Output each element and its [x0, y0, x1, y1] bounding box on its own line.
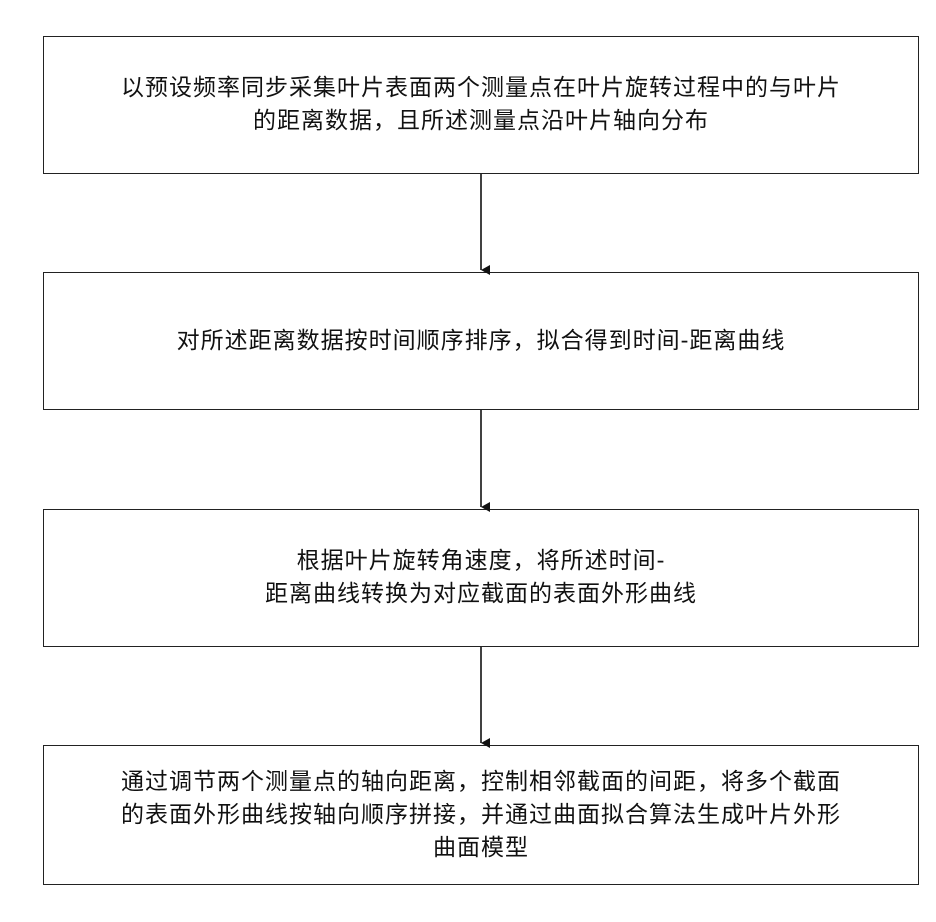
flow-step-1: 以预设频率同步采集叶片表面两个测量点在叶片旋转过程中的与叶片 的距离数据，且所述…	[43, 36, 919, 174]
flow-step-2: 对所述距离数据按时间顺序排序，拟合得到时间-距离曲线	[43, 272, 919, 410]
flow-step-1-text: 以预设频率同步采集叶片表面两个测量点在叶片旋转过程中的与叶片 的距离数据，且所述…	[97, 72, 865, 138]
flow-step-2-text: 对所述距离数据按时间顺序排序，拟合得到时间-距离曲线	[153, 325, 810, 358]
flow-step-4-text: 通过调节两个测量点的轴向距离，控制相邻截面的间距，将多个截面 的表面外形曲线按轴…	[97, 766, 865, 865]
flow-step-3-text: 根据叶片旋转角速度，将所述时间- 距离曲线转换为对应截面的表面外形曲线	[241, 545, 721, 611]
flow-step-4: 通过调节两个测量点的轴向距离，控制相邻截面的间距，将多个截面 的表面外形曲线按轴…	[43, 745, 919, 885]
flow-step-3: 根据叶片旋转角速度，将所述时间- 距离曲线转换为对应截面的表面外形曲线	[43, 509, 919, 647]
